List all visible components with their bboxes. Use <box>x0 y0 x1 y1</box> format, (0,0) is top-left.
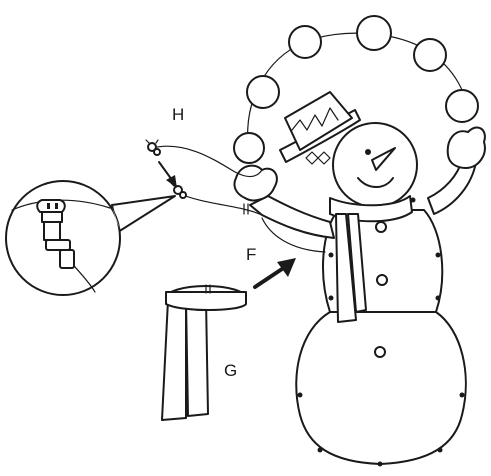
string-tag <box>244 204 248 214</box>
hat-bow <box>306 152 330 164</box>
connector-callout <box>6 181 175 295</box>
label-g: G <box>224 362 237 379</box>
connect-arrow-head <box>166 175 177 188</box>
snowman-left-mitten <box>234 166 276 201</box>
button-1 <box>376 222 386 232</box>
callout-pointer <box>112 196 175 232</box>
scarf-tail-right <box>186 300 208 416</box>
snowman-eye <box>365 149 371 155</box>
label-h: H <box>172 106 184 123</box>
globe-1 <box>234 133 264 163</box>
globe-6 <box>446 90 478 122</box>
globe-5 <box>414 39 446 71</box>
connect-arrow-line <box>159 162 172 180</box>
snowman-lower-body <box>296 312 466 464</box>
scarf-part <box>162 285 246 420</box>
scarf-band <box>166 292 246 310</box>
globe-2 <box>247 76 279 108</box>
plug-male-end <box>146 140 160 155</box>
callout-circle <box>6 181 120 295</box>
button-2 <box>377 275 387 285</box>
scarf-tail-left <box>162 300 186 420</box>
label-f: F <box>246 246 256 263</box>
arrow-f-head <box>277 258 296 277</box>
globe-3 <box>289 26 321 58</box>
snowman-figure <box>234 92 484 467</box>
snowman-left-arm <box>250 196 334 238</box>
arrow-icon <box>255 267 285 287</box>
arrow-f <box>255 258 296 287</box>
button-3 <box>375 347 385 357</box>
snowman-right-mitten <box>448 127 485 168</box>
globe-4 <box>357 16 391 50</box>
